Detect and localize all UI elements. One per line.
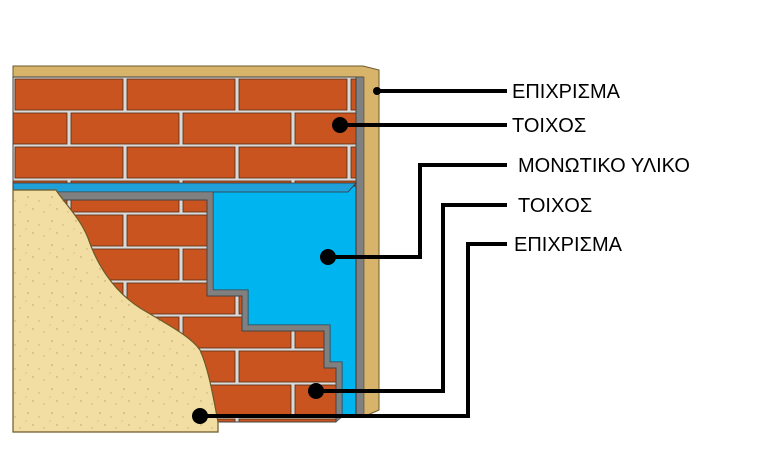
inner-plaster-layer	[12, 189, 219, 433]
leader-dots	[192, 87, 381, 424]
label-wall-outer: ΤΟΙΧΟΣ	[512, 115, 586, 137]
leader-lines	[200, 89, 507, 418]
insulation-top-edge	[12, 182, 357, 193]
dot-plaster-inner	[192, 408, 208, 424]
label-insulation: ΜΟΝΩΤΙΚΟ ΥΛΙΚΟ	[518, 155, 690, 177]
leader-insulation	[328, 163, 507, 259]
leader-plaster-inner	[200, 242, 507, 418]
dot-insulation	[320, 249, 336, 265]
label-wall-inner: ΤΟΙΧΟΣ	[518, 195, 592, 217]
outer-wall-edge	[355, 76, 365, 418]
dot-wall-inner	[308, 383, 324, 399]
label-plaster-inner: ΕΠΙΧΡΙΣΜΑ	[514, 234, 623, 256]
dot-wall-outer	[332, 117, 348, 133]
outer-brick-wall	[12, 76, 357, 187]
label-plaster-outer: ΕΠΙΧΡΙΣΜΑ	[512, 81, 621, 103]
leader-wall-inner	[316, 203, 507, 393]
dot-plaster-outer	[373, 87, 381, 95]
